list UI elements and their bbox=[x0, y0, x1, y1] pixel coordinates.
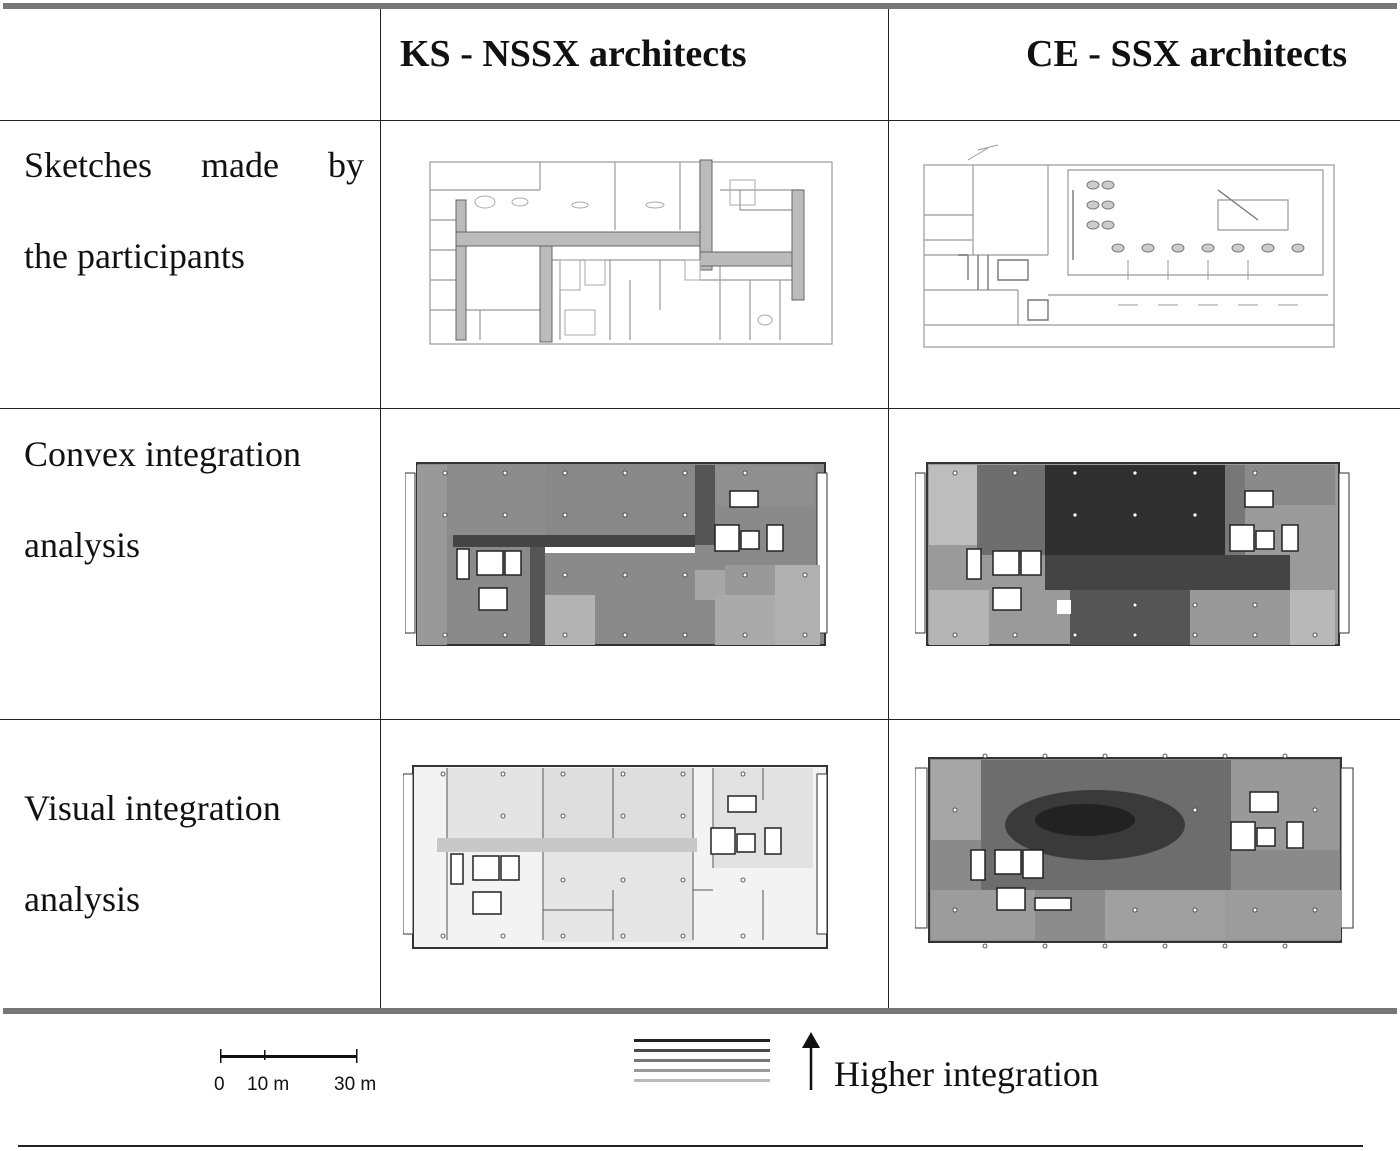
label-line: the participants bbox=[24, 236, 245, 276]
row-label-sketches: Sketches made by the participants bbox=[24, 120, 364, 302]
row-divider bbox=[0, 408, 1400, 409]
convex-ce-plan bbox=[915, 462, 1350, 646]
legend-label: Higher integration bbox=[834, 1054, 1099, 1094]
label-line: Convex integration bbox=[24, 434, 301, 474]
visual-ce-plan bbox=[915, 753, 1354, 949]
table-bottom-rule bbox=[3, 1008, 1397, 1014]
table-top-rule bbox=[3, 3, 1397, 9]
column-header-ks: KS - NSSX architects bbox=[400, 33, 747, 75]
word: by bbox=[328, 145, 364, 185]
row-label-visual: Visual integration analysis bbox=[24, 763, 364, 945]
column-divider bbox=[380, 9, 381, 1008]
label-line: analysis bbox=[24, 525, 140, 565]
word: made bbox=[201, 145, 279, 185]
row-divider bbox=[0, 120, 1400, 121]
row-divider bbox=[0, 719, 1400, 720]
row-label-convex: Convex integration analysis bbox=[24, 409, 364, 591]
label-line: analysis bbox=[24, 879, 140, 919]
page-bottom-rule bbox=[18, 1145, 1363, 1147]
sketch-ce-image bbox=[923, 144, 1335, 348]
scale-tick-10m: 10 m bbox=[247, 1074, 290, 1095]
visual-ks-plan bbox=[403, 765, 828, 949]
word: Sketches bbox=[24, 145, 152, 185]
column-divider bbox=[888, 9, 889, 1008]
sketch-ks-image bbox=[429, 159, 833, 345]
integration-legend-swatches bbox=[634, 1039, 770, 1082]
scale-tick-0: 0 bbox=[214, 1074, 225, 1095]
scale-bar bbox=[220, 1049, 358, 1063]
label-line: Visual integration bbox=[24, 788, 281, 828]
arrow-up-icon bbox=[802, 1032, 820, 1090]
column-header-ce: CE - SSX architects bbox=[1026, 33, 1348, 75]
convex-ks-plan bbox=[405, 462, 828, 646]
scale-tick-30m: 30 m bbox=[334, 1074, 377, 1095]
